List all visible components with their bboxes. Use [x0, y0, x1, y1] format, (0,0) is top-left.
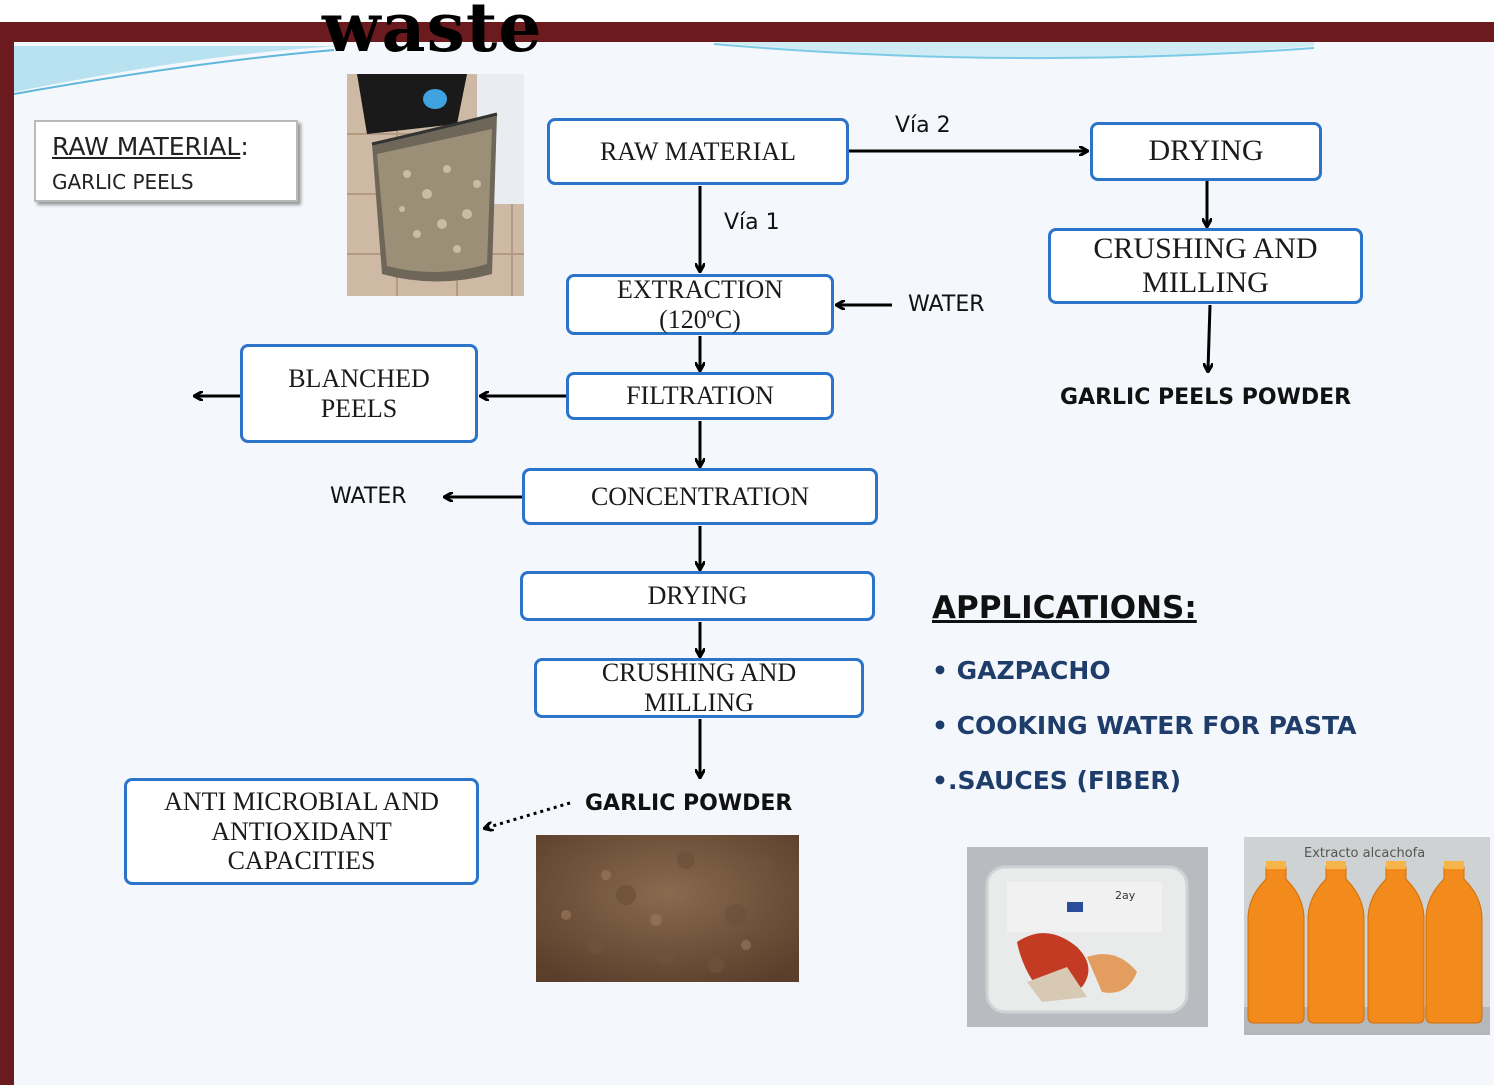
crushing-milling-box-via1: CRUSHING AND MILLING [534, 658, 864, 718]
decorative-swoosh [14, 42, 1315, 95]
drying-box-via1: DRYING [520, 571, 875, 621]
application-item: • COOKING WATER FOR PASTA [932, 711, 1357, 740]
application-item: •.SAUCES (FIBER) [932, 766, 1182, 795]
applications-title: APPLICATIONS: [932, 590, 1197, 626]
water-output-label: WATER [330, 484, 407, 509]
garlic-powder-label: GARLIC POWDER [585, 791, 793, 816]
garlic-powder-photo [536, 835, 799, 982]
slide-heading: waste [322, 0, 543, 68]
water-input-label: WATER [908, 292, 985, 317]
via2-label: Vía 2 [895, 113, 951, 138]
application-item: • GAZPACHO [932, 656, 1111, 685]
raw-material-info-title: RAW MATERIAL: [52, 132, 249, 161]
blanched-peels-box: BLANCHED PEELS [240, 344, 478, 443]
filtration-box: FILTRATION [566, 372, 834, 420]
arrow-crushing-to-peels-powder [1208, 304, 1210, 370]
gazpacho-container-photo: 2ay [967, 847, 1208, 1027]
slide-frame-top [0, 22, 1494, 42]
container-label: 2ay [1115, 889, 1136, 902]
dotted-arrow-to-anti [486, 801, 571, 828]
juice-bottles-photo: Extracto alcachofa [1244, 837, 1490, 1035]
antimicrobial-antioxidant-box: ANTI MICROBIAL AND ANTIOXIDANT CAPACITIE… [124, 778, 479, 885]
extraction-box: EXTRACTION (120ºC) [566, 274, 834, 335]
concentration-box: CONCENTRATION [522, 468, 878, 525]
drying-box-via2: DRYING [1090, 122, 1322, 181]
garlic-peels-powder-label: GARLIC PEELS POWDER [1060, 385, 1352, 410]
raw-material-box: RAW MATERIAL [547, 118, 849, 185]
via1-label: Vía 1 [724, 210, 780, 235]
raw-material-info-subtitle: GARLIC PEELS [52, 170, 194, 194]
bottle-label-text: Extracto alcachofa [1304, 846, 1425, 861]
raw-material-info-box: RAW MATERIAL: GARLIC PEELS [34, 120, 298, 202]
crushing-milling-box-via2: CRUSHING AND MILLING [1048, 228, 1363, 304]
slide-frame-left [0, 22, 14, 1085]
garlic-peels-bag-photo [347, 74, 524, 296]
